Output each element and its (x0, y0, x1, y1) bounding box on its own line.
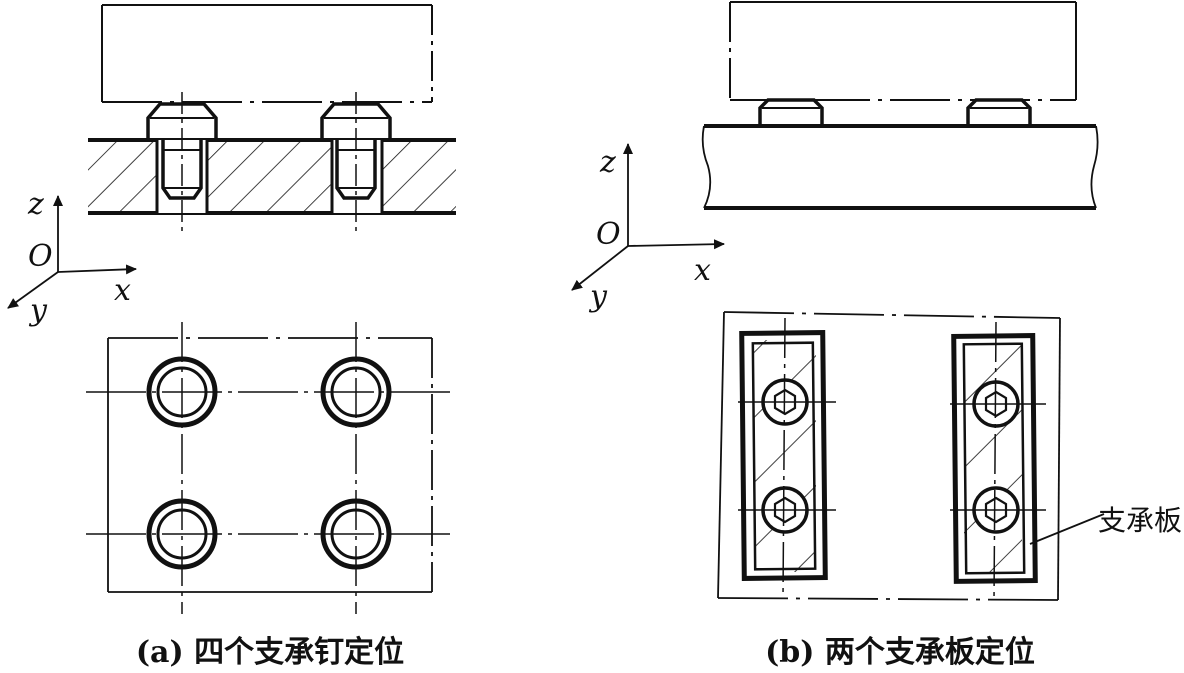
support-plates-front (758, 98, 1032, 126)
base-block-b (701, 124, 1099, 210)
axis-y-label-b: y (588, 279, 608, 314)
top-view-a (86, 322, 452, 614)
panel-b: z O x y (571, 1, 1182, 670)
panel-a: z O x y (a) 四个支承钉定位 (7, 4, 456, 670)
axis-origin-label-a: O (28, 239, 53, 274)
axis-origin-label-b: O (596, 217, 621, 252)
axis-x-label-a: x (114, 273, 131, 308)
support-plate-left (738, 317, 836, 599)
axes-b (571, 143, 725, 291)
caption-a: (a) 四个支承钉定位 (136, 635, 404, 670)
pin-top-view (146, 356, 392, 570)
axis-x-label-b: x (694, 253, 711, 288)
axis-y-label-a: y (28, 293, 48, 328)
workpiece-front-b (729, 1, 1077, 101)
support-plate-right (950, 321, 1046, 601)
axis-z-label-a: z (27, 187, 44, 222)
callout-leader (1029, 513, 1105, 545)
top-view-b: 支承板 (717, 311, 1182, 601)
callout-support-plate: 支承板 (1098, 504, 1182, 537)
axis-z-label-b: z (599, 145, 616, 180)
axes-a (7, 195, 137, 309)
caption-b: (b) 两个支承板定位 (765, 635, 1035, 670)
workpiece-front-a (101, 4, 433, 103)
support-pin-right (320, 92, 392, 235)
support-pin-left (146, 92, 218, 235)
base-plate-section (88, 138, 456, 215)
